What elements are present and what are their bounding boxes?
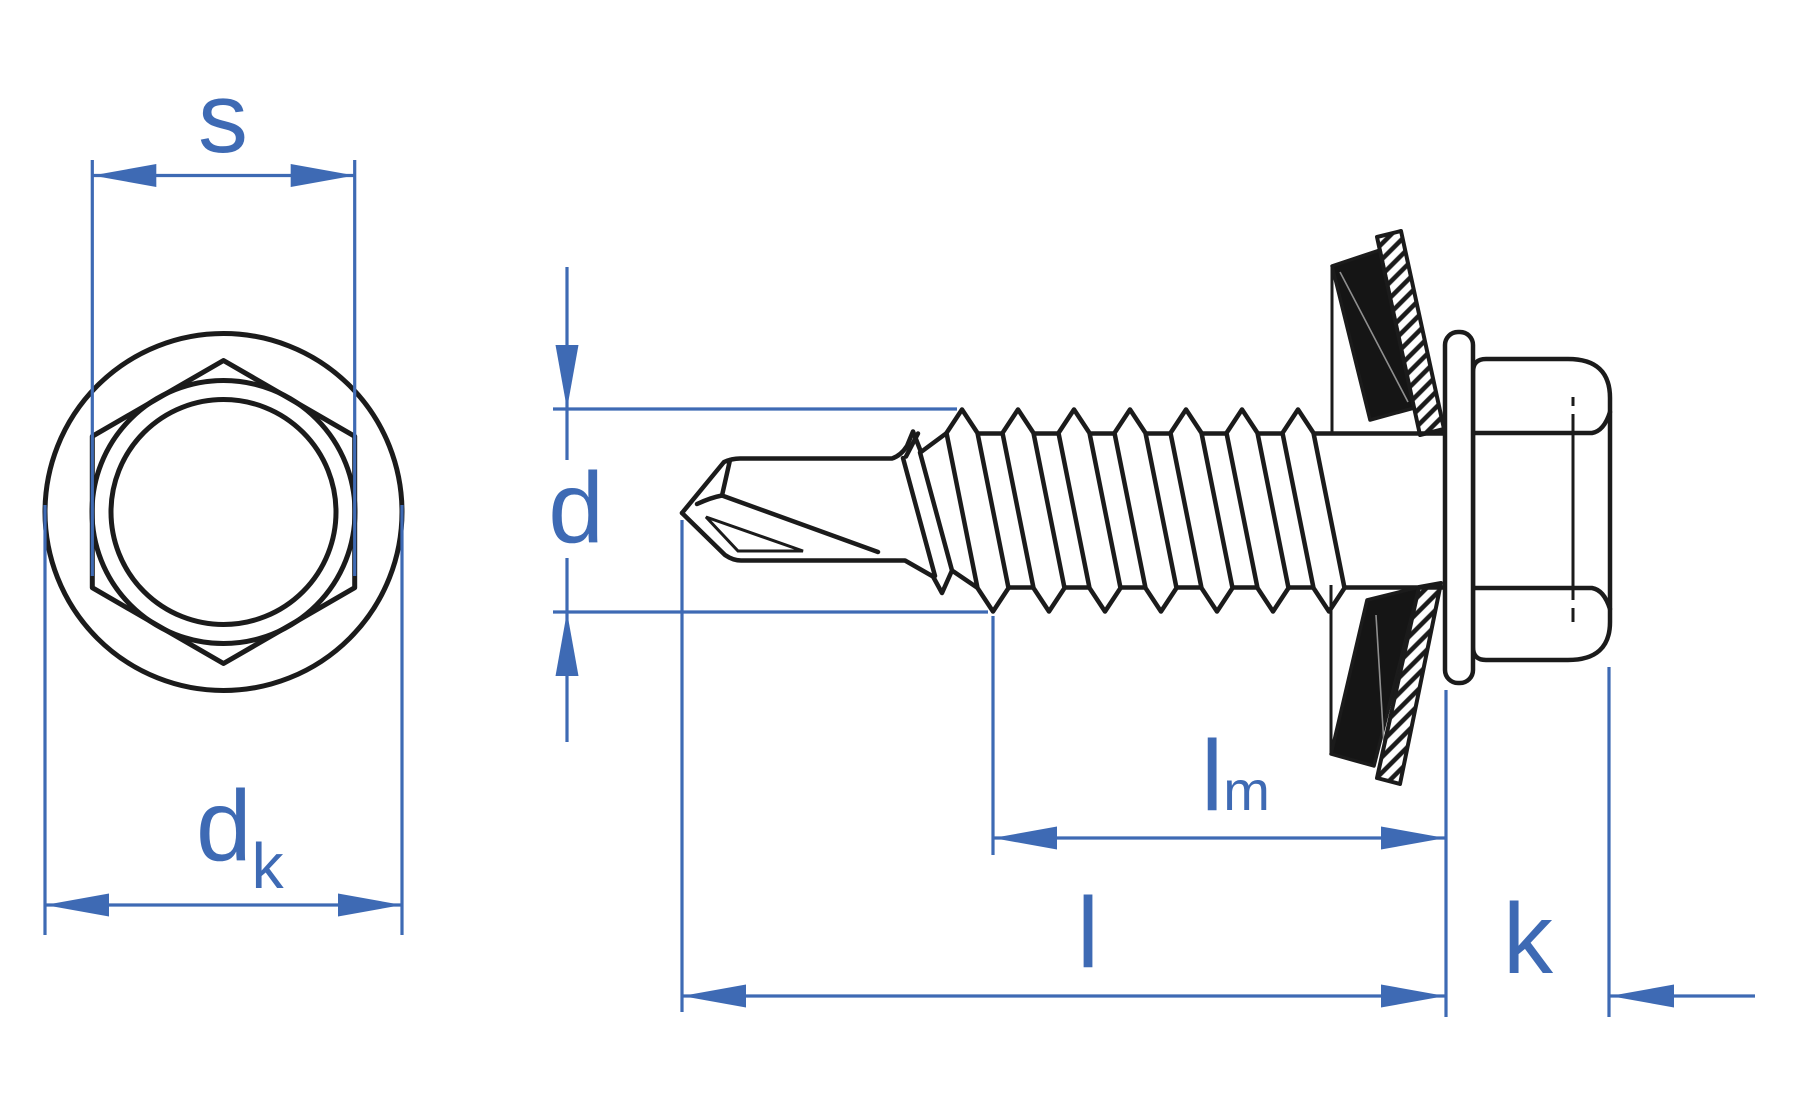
s-label: s [198,62,248,174]
k-label: k [1503,883,1554,995]
washer-far-rim-lines [1329,266,1334,755]
d-label: d [548,452,604,564]
dimension-d: d [548,267,988,742]
thread-ribbon [1171,410,1233,612]
front-view: s dk [42,62,405,935]
hex-head-side [1442,329,1613,686]
s-arrow-left [92,164,157,187]
s-extension-lines [90,160,357,576]
l-arrow-left [682,984,746,1008]
drill-flute-cutout [704,515,804,553]
thread-ribbon [1059,410,1121,612]
side-view: d lm l k [548,229,1755,1017]
dk-label-sub: k [252,830,285,902]
lm-label: lm [1201,720,1270,832]
thread-ribbon [1003,410,1065,612]
thread-start-sliver [903,431,921,459]
dk-label: dk [196,770,285,902]
dk-arrow-left [45,893,109,917]
l-label: l [1077,877,1099,989]
thread-ribbon [947,410,1009,612]
drill-flute-shoulder [719,457,733,498]
d-arrow-bottom [555,612,579,676]
dimension-lm: lm [991,616,1445,855]
seal-highlight-top [1339,271,1409,403]
thread-ribbon [1283,410,1345,612]
d-arrow-top [555,345,579,409]
screw-thread [947,410,1345,612]
hex-chamfer-circle [89,378,358,646]
seal-washer-assembly [1329,229,1446,786]
dimension-l: l [680,520,1448,1017]
thread-ribbon [1227,410,1289,612]
dimension-dk: dk [43,505,404,935]
washer-outer-circle [42,331,405,693]
thread-start-helix [900,450,955,579]
head-facet-line-bottom [1470,585,1613,612]
dk-extension-lines [43,505,404,935]
lm-label-sub: m [1223,759,1270,822]
dk-label-main: d [196,770,252,882]
lm-arrow-left [993,826,1057,850]
seal-highlight-bottom [1375,614,1385,746]
dimension-k: k [1503,667,1755,1017]
metal-washer-bottom [1375,581,1443,786]
head-flange [1442,329,1476,686]
thread-ribbon [1115,410,1177,612]
k-arrow [1610,984,1674,1008]
head-top-circle [108,397,339,627]
head-body [1470,356,1613,663]
epdm-seal-bottom [1329,585,1421,768]
dk-arrow-right [338,893,402,917]
lm-arrow-right [1381,826,1445,850]
drill-point [679,429,1448,596]
head-facet-line-top [1470,409,1613,436]
s-arrow-right [290,164,355,187]
l-arrow-right [1381,984,1445,1008]
dimension-s: s [90,62,357,576]
hex-head-outline [89,358,358,666]
lm-label-main: l [1201,720,1223,832]
screw-bottom-outline [679,510,1448,596]
